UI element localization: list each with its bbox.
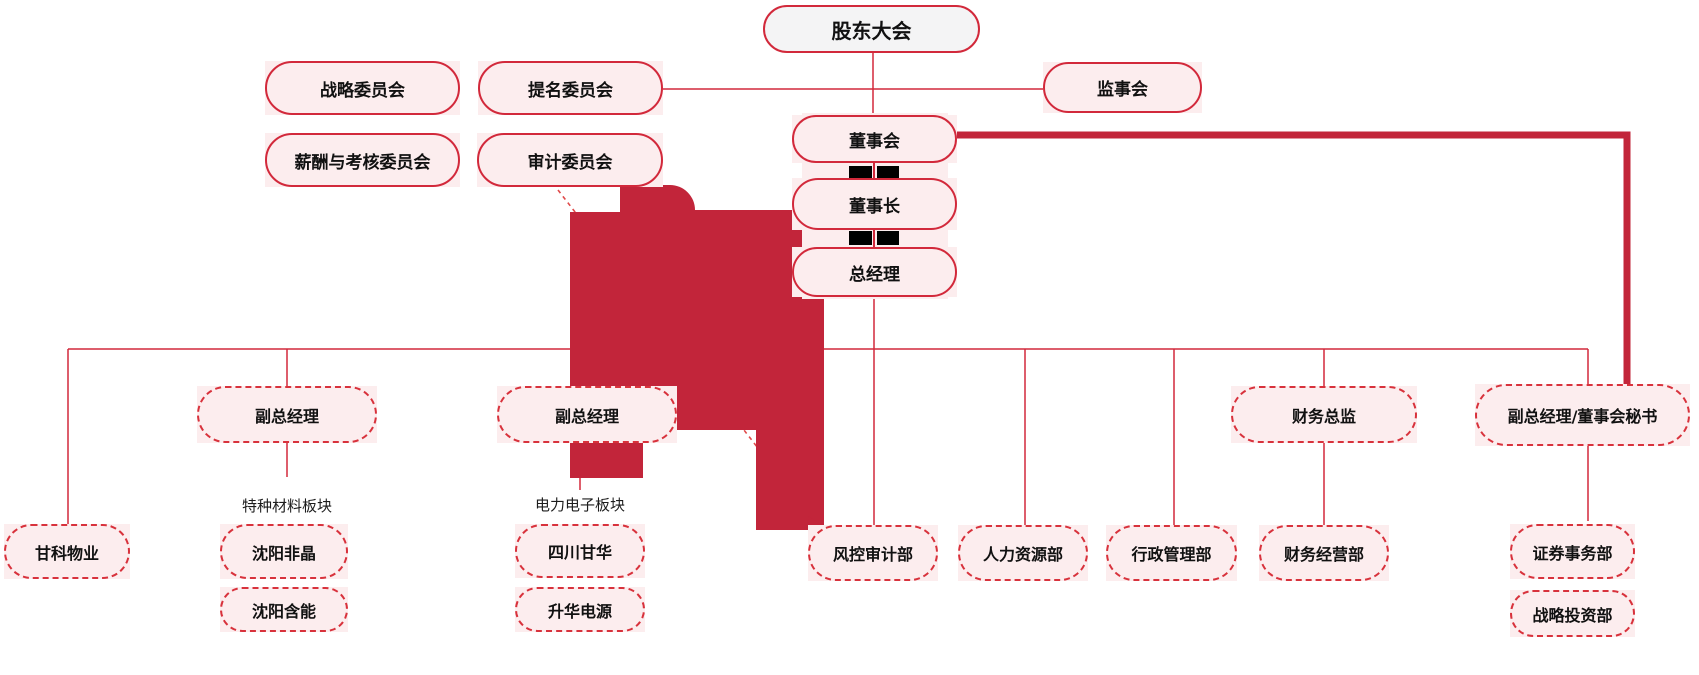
node-label: 副总经理/董事会秘书	[1507, 407, 1658, 426]
node-label: 战略投资部	[1532, 605, 1613, 625]
node-cfo: 财务总监	[1231, 386, 1417, 443]
node-shenyang-feijing: 沈阳非晶	[220, 524, 348, 579]
node-deputy-gm-board-secretary: 副总经理/董事会秘书	[1475, 384, 1690, 446]
node-label: 战略委员会	[320, 80, 405, 101]
node-label: 董事会	[849, 131, 900, 152]
node-label: 股东大会	[831, 18, 912, 43]
node-label: 证券事务部	[1532, 543, 1613, 563]
node-risk-audit-dept: 风控审计部	[808, 525, 938, 581]
board-secretary-bold-link	[956, 131, 1631, 385]
node-label: 副总经理	[554, 406, 619, 426]
redaction-bar	[849, 231, 872, 245]
redaction-bar	[849, 166, 872, 179]
node-label: 监事会	[1097, 80, 1148, 100]
node-label: 沈阳非晶	[251, 543, 316, 563]
redaction-bar	[877, 166, 899, 179]
node-shenyang-hanneng: 沈阳含能	[220, 587, 348, 632]
node-label: 财务经营部	[1283, 545, 1364, 564]
thin-connectors	[67, 53, 1589, 525]
node-label: 副总经理	[254, 406, 319, 426]
node-compensation-committee: 薪酬与考核委员会	[265, 133, 460, 187]
node-securities-affairs-dept: 证券事务部	[1510, 524, 1635, 579]
node-nomination-committee: 提名委员会	[478, 61, 663, 115]
node-audit-committee: 审计委员会	[477, 133, 663, 187]
chain-gap-line	[873, 227, 875, 249]
node-board-of-directors: 董事会	[792, 115, 957, 163]
group-label-power-electronics: 电力电子板块	[534, 496, 625, 514]
node-label: 提名委员会	[528, 80, 613, 101]
node-label: 行政管理部	[1131, 545, 1212, 564]
node-label: 审计委员会	[527, 152, 613, 173]
node-shareholders-meeting: 股东大会	[763, 5, 980, 53]
node-label: 升华电源	[547, 601, 612, 621]
node-deputy-gm-materials: 副总经理	[197, 386, 377, 443]
redaction-bar	[877, 231, 899, 245]
node-ganke-property: 甘科物业	[4, 524, 130, 579]
node-admin-dept: 行政管理部	[1106, 525, 1237, 581]
node-label: 财务总监	[1291, 406, 1356, 426]
node-hr-dept: 人力资源部	[958, 525, 1088, 581]
watermark-blob	[570, 185, 824, 530]
node-sichuan-ganhua: 四川甘华	[515, 524, 645, 578]
chain-gap-line	[873, 161, 875, 180]
node-label: 沈阳含能	[251, 601, 316, 621]
node-label: 甘科物业	[34, 543, 99, 563]
node-supervisory-board: 监事会	[1043, 62, 1202, 113]
node-strategic-investment-dept: 战略投资部	[1510, 590, 1635, 637]
node-label: 薪酬与考核委员会	[294, 152, 431, 173]
node-finance-operations-dept: 财务经营部	[1259, 525, 1389, 581]
node-label: 总经理	[849, 264, 900, 285]
node-deputy-gm-power: 副总经理	[497, 386, 677, 443]
node-label: 风控审计部	[832, 545, 913, 564]
node-label: 董事长	[849, 196, 900, 217]
node-label: 四川甘华	[547, 543, 612, 562]
node-general-manager: 总经理	[792, 247, 957, 297]
node-strategy-committee: 战略委员会	[265, 61, 460, 115]
node-label: 人力资源部	[982, 545, 1063, 564]
node-chairman: 董事长	[792, 178, 957, 230]
node-shenghua-power: 升华电源	[515, 587, 645, 632]
group-label-special-materials: 特种材料板块	[241, 497, 332, 515]
